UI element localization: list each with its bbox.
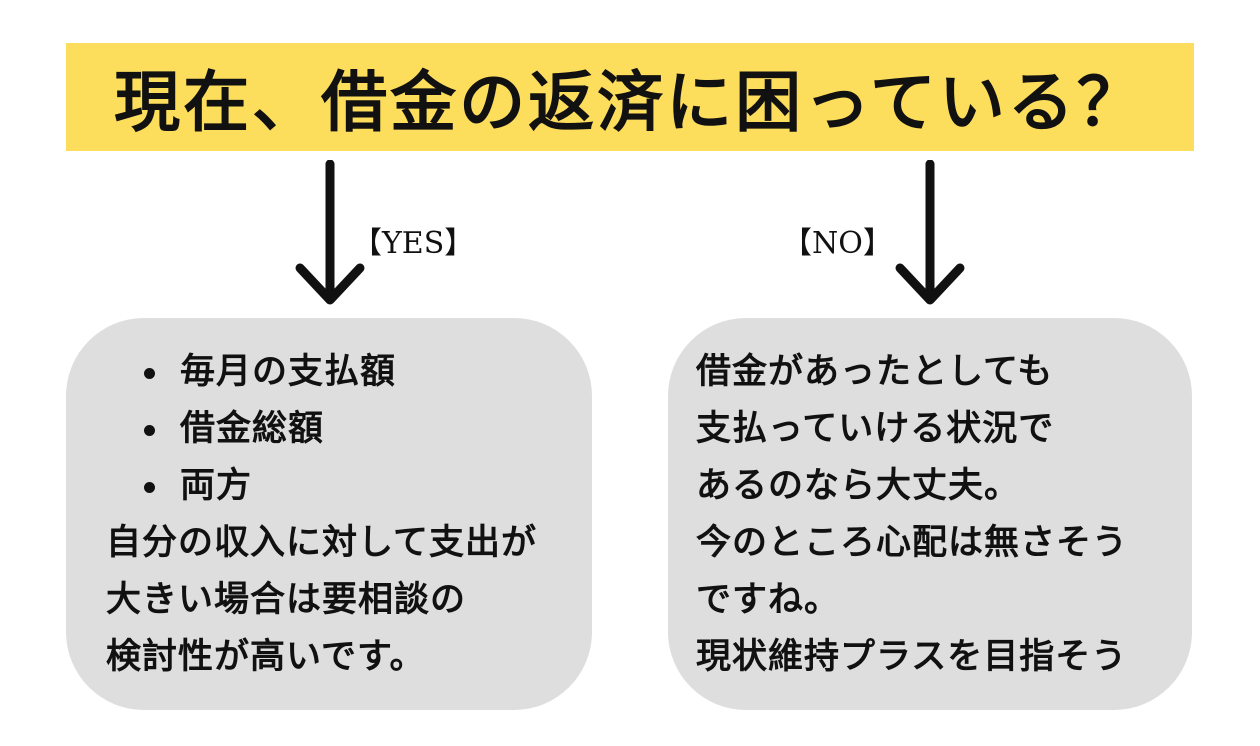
bullet-item: 借金総額 (140, 401, 592, 458)
text-line: 現状維持プラスを目指そう (696, 637, 1128, 677)
yes-arrow-icon (295, 160, 365, 305)
question-title: 現在、借金の返済に困っている？ (114, 64, 1146, 141)
text-line: あるのなら大丈夫。 (696, 466, 1021, 506)
yes-answer-box: 毎月の支払額 借金総額 両方 自分の収入に対して支出が 大きい場合は要相談の 検… (66, 318, 592, 710)
no-explanation: 借金があったとしても 支払っていける状況で あるのなら大丈夫。 今のところ心配は… (696, 344, 1192, 686)
no-label: 【NO】 (782, 226, 893, 261)
text-line: 大きい場合は要相談の (106, 580, 467, 620)
yes-bullet-list: 毎月の支払額 借金総額 両方 (106, 344, 592, 515)
no-arrow-icon (895, 160, 965, 305)
question-banner: 現在、借金の返済に困っている？ (66, 43, 1194, 151)
text-line: 今のところ心配は無さそう (696, 523, 1129, 563)
bullet-text: 両方 (180, 466, 253, 506)
text-line: 借金があったとしても (696, 352, 1054, 392)
bullet-text: 借金総額 (180, 409, 325, 449)
bullet-dot-icon (144, 425, 155, 436)
text-line: ですね。 (696, 580, 841, 620)
yes-explanation: 自分の収入に対して支出が 大きい場合は要相談の 検討性が高いです。 (106, 515, 592, 686)
text-line: 検討性が高いです。 (106, 637, 426, 677)
yes-label: 【YES】 (352, 226, 475, 261)
text-line: 支払っていける状況で (696, 409, 1055, 449)
bullet-item: 両方 (140, 458, 592, 515)
no-answer-box: 借金があったとしても 支払っていける状況で あるのなら大丈夫。 今のところ心配は… (668, 318, 1192, 710)
bullet-dot-icon (144, 368, 155, 379)
bullet-text: 毎月の支払額 (180, 352, 397, 392)
text-line: 自分の収入に対して支出が (106, 523, 537, 563)
bullet-dot-icon (144, 482, 155, 493)
bullet-item: 毎月の支払額 (140, 344, 592, 401)
